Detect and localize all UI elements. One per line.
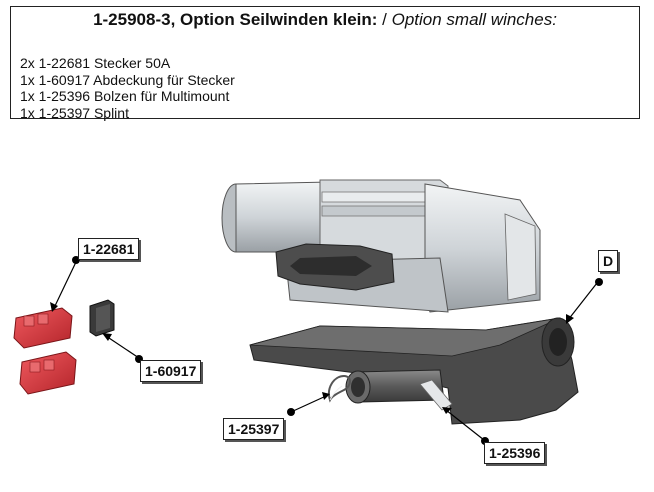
leader-lines bbox=[53, 261, 598, 441]
leader-dots bbox=[72, 256, 603, 445]
leader-arrowheads bbox=[50, 302, 574, 414]
callout-bolt-label: 1-25396 bbox=[484, 442, 546, 464]
parts-list-item: 1x 1-60917 Abdeckung für Stecker bbox=[20, 71, 235, 88]
parts-list: 2x 1-22681 Stecker 50A 1x 1-60917 Abdeck… bbox=[20, 55, 235, 121]
parts-list-item: 2x 1-22681 Stecker 50A bbox=[20, 55, 171, 71]
callout-cotter-pin-label: 1-25397 bbox=[223, 418, 285, 440]
winch-illustration bbox=[221, 179, 541, 313]
plug-illustration bbox=[13, 307, 77, 395]
plug-cover-illustration bbox=[89, 299, 115, 337]
title-german: 1-25908-3, Option Seilwinden klein: bbox=[93, 10, 378, 29]
callout-plug-label: 1-22681 bbox=[78, 238, 140, 260]
bolt-illustration bbox=[419, 379, 453, 411]
mounting-bracket-illustration bbox=[249, 317, 579, 425]
title-separator: / bbox=[377, 10, 392, 29]
parts-list-item: 1x 1-25397 Splint bbox=[20, 104, 129, 121]
callout-bracket-label: D bbox=[598, 250, 619, 272]
header-box: 1-25908-3, Option Seilwinden klein: / Op… bbox=[10, 6, 640, 121]
title-english: Option small winches: bbox=[391, 10, 557, 29]
page-title: 1-25908-3, Option Seilwinden klein: / Op… bbox=[11, 10, 639, 30]
cotter-pin-illustration bbox=[328, 374, 351, 403]
parts-list-item: 1x 1-25396 Bolzen für Multimount bbox=[20, 88, 230, 104]
callout-cover-label: 1-60917 bbox=[140, 360, 202, 382]
